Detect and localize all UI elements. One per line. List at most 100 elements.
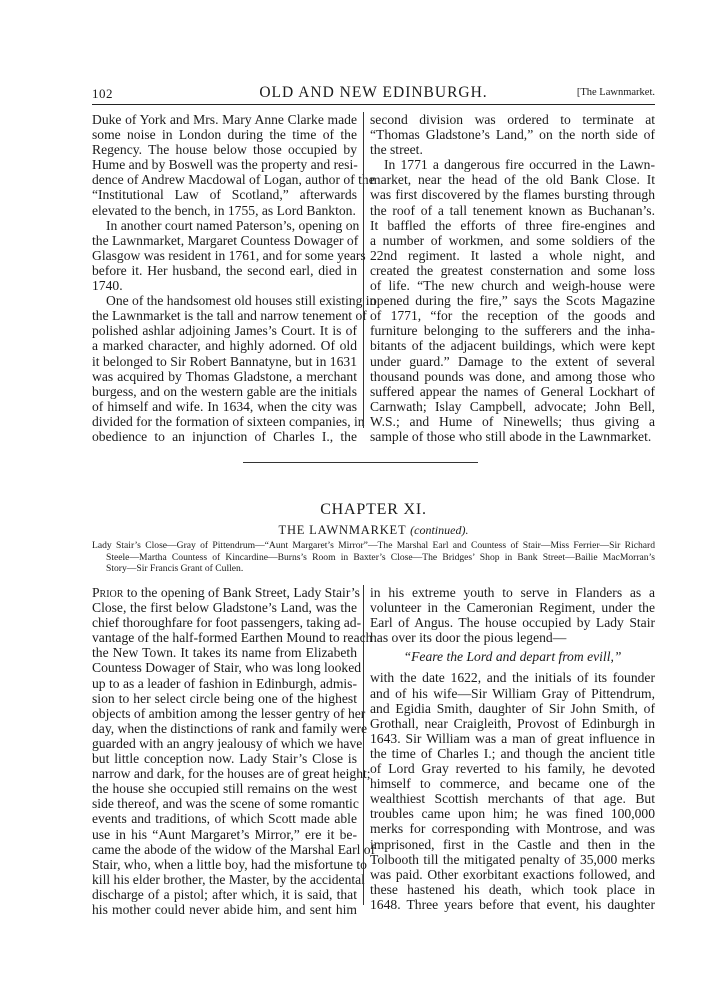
text-line: divided for the formation of sixteen com… bbox=[92, 413, 365, 429]
text-line: has over its door the pious legend— bbox=[370, 630, 567, 646]
text-line: some noise in London during the time of … bbox=[92, 127, 357, 143]
text-line: side thereof, and was the scene of some … bbox=[92, 796, 359, 812]
text-line: under guard.” Damage to the extent of se… bbox=[370, 353, 655, 369]
page-number: 102 bbox=[92, 86, 113, 101]
text-line: Regency. The house below those occupied … bbox=[92, 142, 357, 158]
text-line: elevated to the bench, in 1755, as Lord … bbox=[92, 202, 356, 218]
text-line: and of his wife—Sir William Gray of Pitt… bbox=[370, 685, 655, 701]
text-line: vantage of the half-formed Earthen Mound… bbox=[92, 630, 373, 646]
text-line: troubles came upon him; he was fined 100… bbox=[370, 806, 655, 822]
lower-right-text-a: in his extreme youth to serve in Flander… bbox=[370, 585, 655, 645]
text-line: burgess, and on the western gable are th… bbox=[92, 383, 357, 399]
text-line: himself to commerce, and became one of t… bbox=[370, 776, 655, 792]
text-line: kill his elder brother, the Master, by t… bbox=[92, 871, 365, 887]
door-legend: “Feare the Lord and depart from evill,” bbox=[403, 649, 622, 665]
text-line: Hume and by Boswell was the property and… bbox=[92, 157, 358, 173]
upper-left-column: Duke of York and Mrs. Mary Anne Clarke m… bbox=[92, 112, 377, 444]
chapter-subtitle: THE LAWNMARKET (continued). bbox=[92, 523, 655, 538]
text-line: wealthiest Scottish merchants of that ag… bbox=[370, 791, 655, 807]
text-line: imprisoned, first in the Castle and then… bbox=[370, 836, 655, 852]
synopsis-line: Steele—Martha Countess of Kincardine—Bur… bbox=[106, 551, 655, 563]
text-line: Prior to the opening of Bank Street, Lad… bbox=[92, 585, 360, 600]
text-line: before it. Her husband, the second earl,… bbox=[92, 262, 357, 278]
running-section: [The Lawnmarket. bbox=[576, 87, 655, 98]
synopsis-line: Lady Stair’s Close—Gray of Pittendrum—“A… bbox=[92, 540, 655, 551]
text-line: 1740. bbox=[92, 278, 123, 294]
text-line: the time of Charles I.; and though the a… bbox=[370, 745, 655, 761]
text-line: Tolbooth till the mitigated penalty of 3… bbox=[370, 851, 655, 867]
drop-word: Prior bbox=[92, 585, 124, 600]
text-line: was first discovered by the flames burst… bbox=[370, 187, 655, 203]
text-line: use in his “Aunt Margaret’s Mirror,” ere… bbox=[92, 826, 357, 842]
text-line: the Lawnmarket is the tall and narrow te… bbox=[92, 308, 367, 324]
lower-right-text-b: with the date 1622, and the initials of … bbox=[370, 670, 655, 912]
text-line: market, near the head of the old Bank Cl… bbox=[370, 172, 655, 188]
chapter-title: CHAPTER XI. bbox=[320, 501, 427, 518]
text-line: 1643. Sir William was a man of great inf… bbox=[370, 730, 655, 746]
section-divider bbox=[243, 462, 478, 463]
text-line: Glasgow was resident in 1761, and for so… bbox=[92, 247, 366, 263]
text-line: “Thomas Gladstone’s Land,” on the north … bbox=[370, 127, 655, 143]
text-line: a number of workmen, and some soldiers o… bbox=[370, 232, 655, 248]
text-line: the street. bbox=[370, 142, 423, 158]
text-line: guarded with an angry jealousy of which … bbox=[92, 735, 363, 751]
text-line: was acquired by Thomas Gladstone, a merc… bbox=[92, 368, 357, 384]
text-line: obedience to an injunction of Charles I.… bbox=[92, 428, 357, 444]
page-header-bar: 102 OLD AND NEW EDINBURGH. [The Lawnmark… bbox=[92, 84, 655, 102]
lower-left-column: Prior to the opening of Bank Street, Lad… bbox=[92, 585, 375, 917]
text-line: bitants of the adjacent buildings, which… bbox=[370, 338, 655, 354]
header-rule bbox=[92, 104, 655, 105]
text-line: the Lawnmarket, Margaret Countess Dowage… bbox=[92, 232, 359, 248]
text-line: created the greatest consternation and s… bbox=[370, 262, 655, 278]
text-line: Duke of York and Mrs. Mary Anne Clarke m… bbox=[92, 112, 357, 127]
text-line: second division was ordered to terminate… bbox=[370, 112, 655, 127]
text-line: chief thoroughfare for foot passengers, … bbox=[92, 615, 362, 631]
text-line: objects of ambition among the lesser gen… bbox=[92, 705, 366, 721]
text-line: Close, the first below Gladstone’s Land,… bbox=[92, 600, 357, 616]
column-divider-upper bbox=[363, 112, 364, 428]
text-line: W.S.; and Hume of Ninewells; thus giving… bbox=[370, 413, 655, 429]
text-line: up to as a leader of fashion in Edinburg… bbox=[92, 675, 357, 691]
text-line: One of the handsomest old houses still e… bbox=[106, 293, 377, 309]
chapter-subtitle-note: (continued). bbox=[410, 523, 469, 537]
text-line: dence of Andrew Macdowal of Logan, autho… bbox=[92, 172, 375, 188]
text-line: In 1771 a dangerous fire occurred in the… bbox=[384, 157, 655, 173]
text-line: his mother could never abide him, and se… bbox=[92, 901, 357, 917]
text-line: Carnwath; Islay Campbell, advocate; John… bbox=[370, 398, 655, 414]
text-line: the New Town. It takes its name from Eli… bbox=[92, 645, 357, 661]
text-line: was paid. Other exorbitant exactions fol… bbox=[370, 866, 655, 882]
text-line: volunteer in the Cameronian Regiment, un… bbox=[370, 600, 655, 616]
text-line: “Institutional Law of Scotland,” afterwa… bbox=[92, 187, 357, 203]
synopsis-line: Story—Sir Francis Grant of Cullen. bbox=[106, 563, 244, 574]
text-line: but little conception now. Lady Stair’s … bbox=[92, 751, 357, 767]
text-line: narrow and dark, for the houses are of g… bbox=[92, 766, 371, 782]
text-line: events and traditions, of which Scott ma… bbox=[92, 811, 357, 827]
text-line: of life. “The new church and weigh-house… bbox=[370, 278, 655, 294]
text-line: 22nd regiment. It lasted a whole night, … bbox=[370, 247, 655, 263]
upper-right-column: second division was ordered to terminate… bbox=[370, 112, 655, 444]
text-line: with the date 1622, and the initials of … bbox=[370, 670, 655, 686]
text-line: furniture belonging to the sufferers and… bbox=[370, 323, 655, 339]
text-line: of himself and wife. In 1634, when the c… bbox=[92, 398, 357, 414]
text-line: Countess Dowager of Stair, who was long … bbox=[92, 660, 362, 676]
running-title: OLD AND NEW EDINBURGH. bbox=[259, 84, 488, 101]
text-line: a marked character, and highly adorned. … bbox=[92, 338, 357, 354]
text-line: of Lord Gray reverted to his family, he … bbox=[370, 761, 655, 777]
text-line: sample of those who still abode in the L… bbox=[370, 428, 652, 444]
text-line: these hastened his death, which took pla… bbox=[370, 881, 655, 897]
text-line: it belonged to Sir Robert Bannatyne, but… bbox=[92, 353, 357, 369]
text-line: day, when the distinctions of rank and f… bbox=[92, 720, 368, 736]
text-line: sion to her select circle being one of t… bbox=[92, 690, 357, 706]
column-divider-lower bbox=[363, 585, 364, 905]
text-line: It baffled the efforts of three fire-eng… bbox=[370, 217, 655, 233]
text-line: and Egidia Smith, daughter of Sir John S… bbox=[370, 700, 655, 716]
text-line: In another court named Paterson’s, openi… bbox=[106, 217, 360, 233]
text-line: Earl of Angus. The house occupied by Lad… bbox=[370, 615, 655, 631]
text-line: 1648. Three years before that event, his… bbox=[370, 896, 655, 912]
text-line: polished ashlar adjoining James’s Court.… bbox=[92, 323, 357, 339]
chapter-synopsis: Lady Stair’s Close—Gray of Pittendrum—“A… bbox=[92, 540, 655, 575]
text-line: opened during the fire,” says the Scots … bbox=[370, 293, 655, 309]
text-line: suffered appear the names of General Loc… bbox=[370, 383, 655, 399]
text-line: Grothall, near Craigleith, Provost of Ed… bbox=[370, 715, 655, 731]
text-line: the roof of a tall tenement known as Buc… bbox=[370, 202, 655, 218]
